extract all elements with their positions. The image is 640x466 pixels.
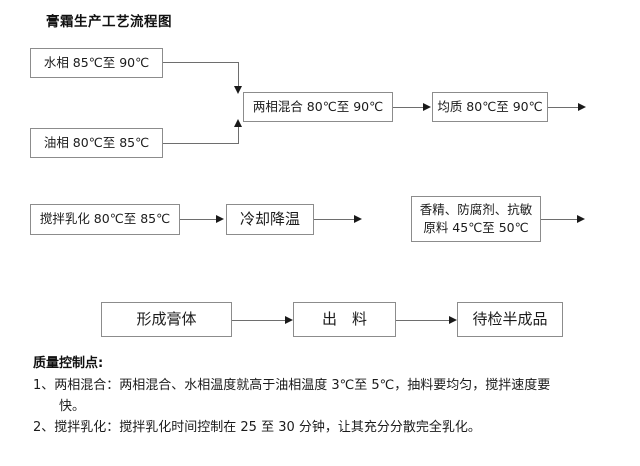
node-oil-phase[interactable]: 油相 80℃至 85℃ [30,128,163,158]
connector-mix-to-homogenize [393,107,425,108]
quality-control-item-1: 1、两相混合：两相混合、水相温度就高于油相温度 3℃至 5℃，抽料要均匀，搅拌速… [33,376,633,418]
connector-form-to-discharge [232,320,287,321]
arrowhead-emulsify-to-cooling [216,214,224,223]
connector-water-to-mix-vertical [238,62,239,87]
arrowhead-homogenize-out [578,102,586,111]
node-emulsify[interactable]: 搅拌乳化 80℃至 85℃ [30,204,180,235]
connector-emulsify-to-cooling [180,219,218,220]
quality-control-heading: 质量控制点: [33,356,104,371]
arrowhead-oil-to-mix [234,119,242,127]
arrowhead-additives-out [577,214,585,223]
node-additives[interactable]: 香精、防腐剂、抗敏 原料 45℃至 50℃ [411,196,541,242]
node-homogenize[interactable]: 均质 80℃至 90℃ [432,92,548,122]
connector-additives-out [541,219,579,220]
arrowhead-cooling-out [354,214,362,223]
qc-item-2-line-1: 2、搅拌乳化：搅拌乳化时间控制在 25 至 30 分钟，让其充分分散完全乳化。 [33,420,481,435]
node-form-paste[interactable]: 形成膏体 [101,302,232,337]
node-water-phase[interactable]: 水相 85℃至 90℃ [30,48,163,78]
qc-item-1-line-1: 1、两相混合：两相混合、水相温度就高于油相温度 3℃至 5℃，抽料要均匀，搅拌速… [33,378,551,393]
page-title: 膏霜生产工艺流程图 [46,14,172,30]
connector-water-to-mix-horizontal [163,62,239,63]
connector-discharge-to-semi [396,320,451,321]
node-additives-line2: 原料 45℃至 50℃ [423,220,529,235]
arrowhead-mix-to-homogenize [423,102,431,111]
connector-homogenize-out [548,107,580,108]
connector-cooling-out [314,219,356,220]
node-semi-finished[interactable]: 待检半成品 [457,302,563,337]
arrowhead-form-to-discharge [285,315,293,324]
node-additives-line1: 香精、防腐剂、抗敏 [419,201,533,217]
arrowhead-water-to-mix [234,86,242,94]
connector-oil-to-mix-horizontal [163,143,239,144]
node-discharge[interactable]: 出 料 [293,302,396,337]
connector-oil-to-mix-vertical [238,126,239,144]
node-cooling[interactable]: 冷却降温 [226,204,314,235]
quality-control-item-2: 2、搅拌乳化：搅拌乳化时间控制在 25 至 30 分钟，让其充分分散完全乳化。 [33,418,633,439]
qc-item-1-line-2: 快。 [59,398,86,414]
arrowhead-discharge-to-semi [449,315,457,324]
node-two-phase-mix[interactable]: 两相混合 80℃至 90℃ [243,92,393,122]
